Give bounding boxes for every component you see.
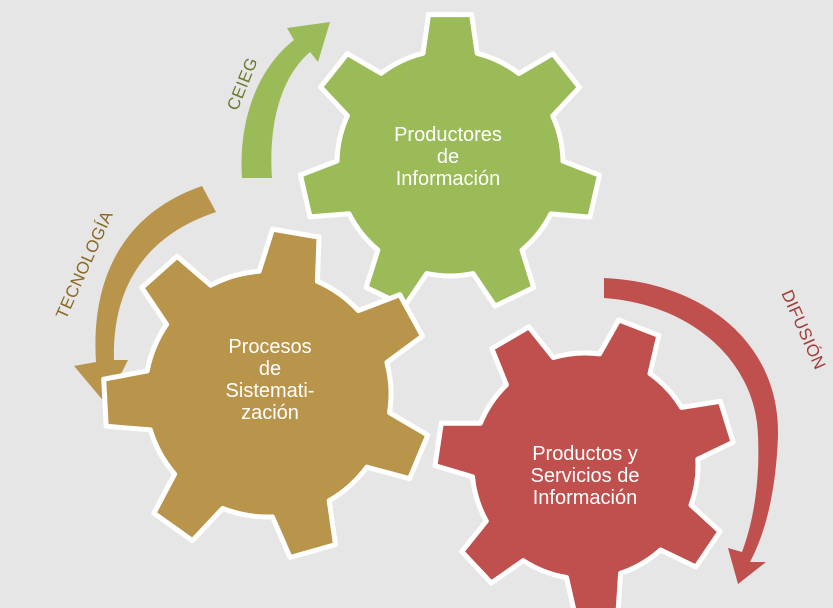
tecnologia-arrow [74,186,216,404]
gear-label-productos: Productos y Servicios de Información [505,443,665,509]
productores-line-3: Información [395,168,501,190]
gear-label-productores: Productores de Información [373,124,523,190]
procesos-line-2: de [258,358,282,380]
procesos-line-4: zación [241,402,299,424]
procesos-line-1: Procesos [228,336,312,358]
productores-line-1: Productores [394,124,502,146]
procesos-line-3: Sistemati- [225,380,315,402]
ceieg-arrow [241,22,330,178]
productos-line-2: Servicios de [530,465,640,487]
gear-procesos [101,226,431,560]
productos-line-3: Información [532,487,638,509]
productos-line-1: Productos y [532,443,638,465]
gear-productos [432,317,736,608]
gear-productores [298,12,602,309]
difusion-arrow [604,278,779,584]
gear-label-procesos: Procesos de Sistemati- zación [205,336,335,424]
productores-line-2: de [436,146,460,168]
